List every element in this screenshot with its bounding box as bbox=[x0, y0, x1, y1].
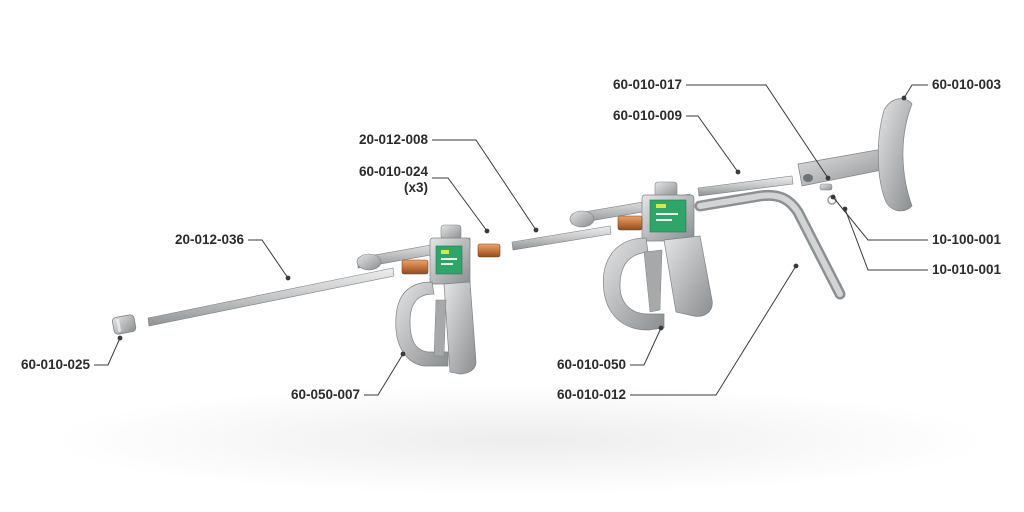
part-short-tube bbox=[697, 175, 794, 197]
callout-60-010-009: 60-010-009 bbox=[612, 108, 682, 123]
callout-10-010-001: 10-010-001 bbox=[932, 262, 1002, 277]
callout-quantity-x3: (x3) bbox=[403, 180, 428, 195]
part-bent-tube bbox=[694, 189, 846, 300]
part-trigger-gun-1 bbox=[356, 224, 501, 375]
part-middle-tube bbox=[511, 225, 612, 251]
callout-60-010-012: 60-010-012 bbox=[556, 387, 626, 402]
floor-shadow bbox=[50, 385, 990, 495]
callout-10-100-001: 10-100-001 bbox=[932, 232, 1002, 247]
callout-20-012-036: 20-012-036 bbox=[174, 232, 244, 247]
callout-60-010-025: 60-010-025 bbox=[20, 357, 90, 372]
part-end-nut bbox=[112, 314, 137, 335]
part-long-tube bbox=[147, 267, 395, 327]
part-shoulder-rest bbox=[797, 98, 913, 212]
callout-60-010-017: 60-010-017 bbox=[612, 77, 682, 92]
callout-60-010-024: 60-010-024 bbox=[358, 164, 428, 179]
callout-60-010-050: 60-010-050 bbox=[556, 357, 626, 372]
callout-60-050-007: 60-050-007 bbox=[290, 387, 360, 402]
callout-20-012-008: 20-012-008 bbox=[358, 132, 428, 147]
part-trigger-gun-2 bbox=[569, 181, 713, 331]
callout-60-010-003: 60-010-003 bbox=[932, 77, 1002, 92]
